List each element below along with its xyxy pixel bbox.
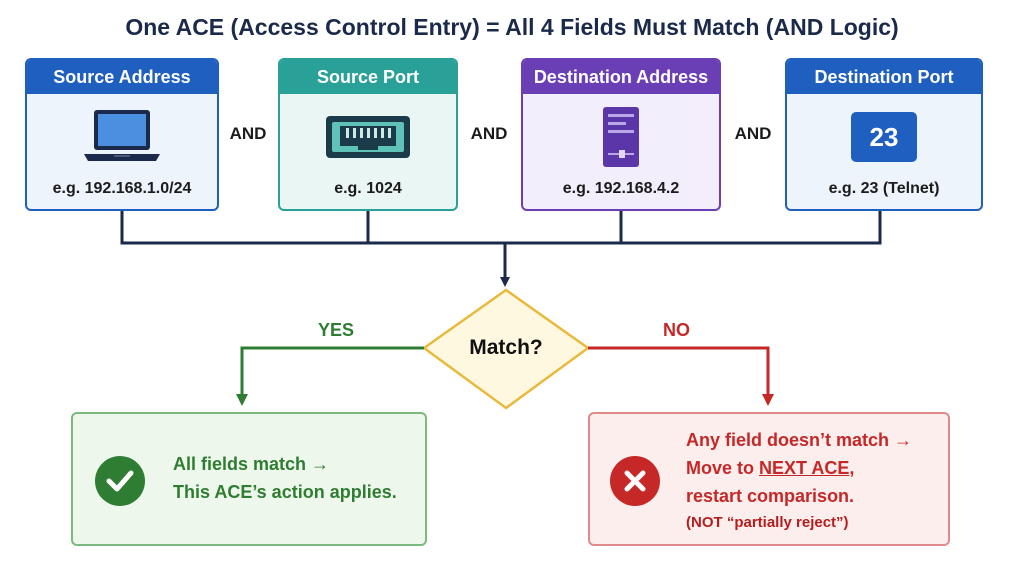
card-header: Source Port [280,60,456,94]
no-result-text: Any field doesn’t match → Move to NEXT A… [686,426,912,536]
and-label: AND [734,124,772,143]
decision-label: Match? [469,336,543,359]
card-header: Destination Address [523,60,719,94]
card-header: Destination Port [787,60,981,94]
no-line-2-prefix: Move to [686,458,760,478]
port-number-icon: 23 [787,106,981,168]
yes-arrow [236,346,424,406]
decision-diamond [421,288,591,410]
no-label: NO [663,320,690,340]
no-result-box: Any field doesn’t match → Move to NEXT A… [588,412,950,546]
card-source-port: Source Port e.g. 1024 [278,58,458,211]
yes-result-text: All fields match → This ACE’s action app… [173,450,397,506]
port-number-badge: 23 [851,112,917,162]
no-line-3: restart comparison. [686,486,855,506]
card-example: e.g. 192.168.1.0/24 [52,180,192,197]
and-label: AND [229,124,267,143]
card-example: e.g. 1024 [334,180,402,197]
yes-result-box: All fields match → This ACE’s action app… [71,412,427,546]
no-arrow [588,346,774,406]
check-icon [95,456,145,506]
card-destination-port: Destination Port 23 e.g. 23 (Telnet) [785,58,983,211]
no-note: (NOT “partially reject”) [686,514,849,531]
yes-line-2: This ACE’s action applies. [173,482,397,502]
diagram-title: One ACE (Access Control Entry) = All 4 F… [125,14,899,40]
close-icon [610,456,660,506]
laptop-icon [27,106,217,168]
merge-lines [120,211,882,287]
no-line-1: Any field doesn’t match → [686,430,913,450]
network-port-icon [280,106,456,168]
yes-label: YES [318,320,355,340]
yes-line-1: All fields match → [173,454,330,474]
card-source-address: Source Address e.g. 192.168.1.0/24 [25,58,219,211]
server-icon [523,106,719,168]
card-example: e.g. 23 (Telnet) [828,180,940,197]
and-label: AND [470,124,508,143]
card-example: e.g. 192.168.4.2 [562,180,680,197]
no-line-2: Move to NEXT ACE, [686,454,912,482]
card-header: Source Address [27,60,217,94]
card-destination-address: Destination Address e.g. 192.168.4.2 [521,58,721,211]
next-ace-emphasis: NEXT ACE [759,458,850,478]
no-line-2-suffix: , [849,458,855,478]
